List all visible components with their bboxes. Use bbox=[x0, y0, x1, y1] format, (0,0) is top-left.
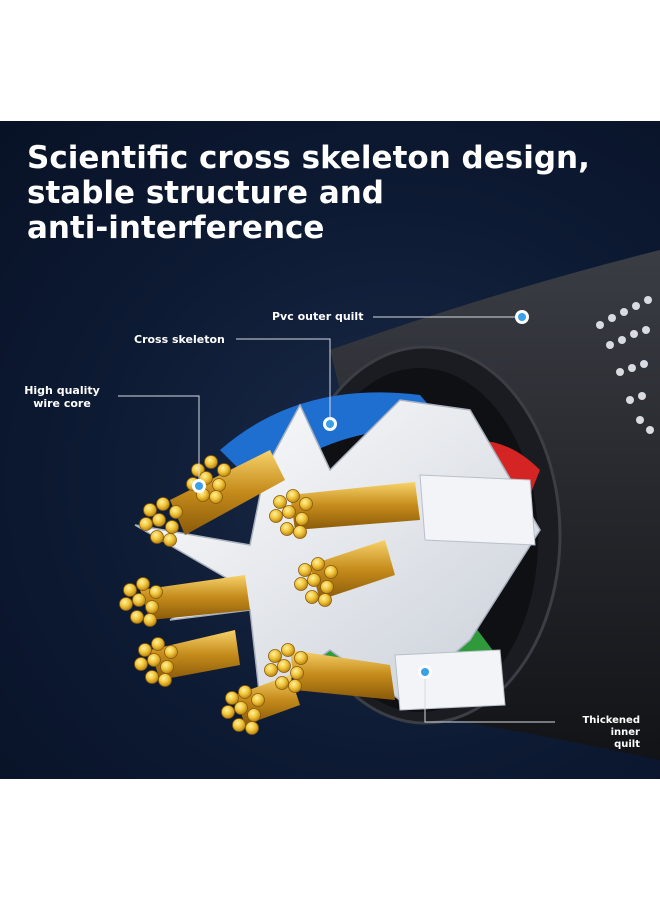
callout-inner-quilt-line-1: Thickened inner bbox=[582, 715, 640, 738]
callout-inner-quilt-line-2: quilt bbox=[614, 739, 640, 750]
copper-strand-bundles bbox=[140, 450, 420, 725]
headline: Scientific cross skeleton design, stable… bbox=[27, 141, 627, 246]
callout-wire-core-line-1: High quality bbox=[24, 384, 100, 397]
callout-pvc-label: Pvc outer quilt bbox=[272, 310, 364, 323]
headline-line-1: Scientific cross skeleton design, bbox=[27, 140, 590, 176]
callout-leader-lines bbox=[118, 316, 555, 723]
callout-pvc-outer-quilt: Pvc outer quilt bbox=[272, 310, 363, 323]
cross-skeleton bbox=[134, 399, 541, 711]
callout-wire-core-line-2: wire core bbox=[33, 397, 91, 410]
callout-inner-quilt: Thickened inner quilt bbox=[560, 715, 640, 751]
callout-skeleton-label: Cross skeleton bbox=[134, 333, 225, 346]
jacket-dot-pattern bbox=[596, 296, 654, 434]
callout-cross-skeleton: Cross skeleton bbox=[134, 333, 225, 346]
headline-line-3: anti-interference bbox=[27, 210, 325, 246]
headline-line-2: stable structure and bbox=[27, 175, 384, 211]
copper-wire-cores bbox=[119, 455, 338, 735]
callout-markers bbox=[192, 310, 529, 679]
callout-wire-core: High quality wire core bbox=[24, 384, 100, 410]
